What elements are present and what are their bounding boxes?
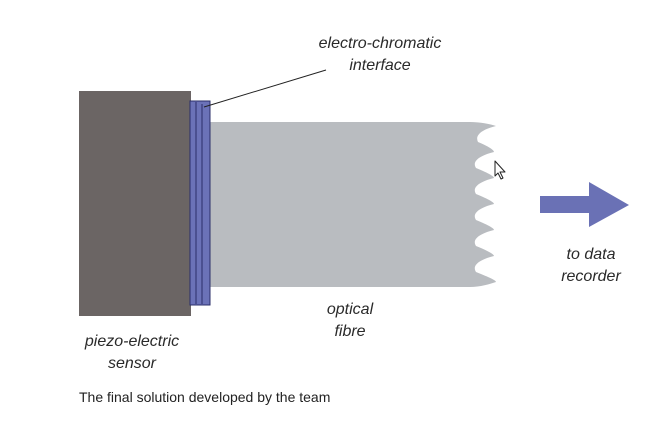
interface-label-line1: electro-chromatic <box>318 35 442 52</box>
electro-chromatic-interface <box>189 100 211 306</box>
fibre-label-line1: optical <box>326 301 374 318</box>
fibre-label: optical fibre <box>300 299 400 343</box>
interface-label-line2: interface <box>349 57 411 74</box>
sensor-label-line1: piezo-electric <box>84 333 180 350</box>
right-arrow-icon <box>540 182 629 227</box>
interface-leader-line <box>203 69 327 108</box>
recorder-label: to data recorder <box>541 244 641 288</box>
sensor-label-line2: sensor <box>107 355 157 372</box>
recorder-label-line1: to data <box>566 246 616 263</box>
sensor-label: piezo-electric sensor <box>62 331 202 375</box>
piezo-electric-sensor <box>79 91 191 316</box>
figure-caption: The final solution developed by the team <box>79 389 331 405</box>
interface-label: electro-chromatic interface <box>300 33 460 77</box>
recorder-label-line2: recorder <box>561 268 621 285</box>
fibre-label-line2: fibre <box>334 323 366 340</box>
optical-fibre <box>209 122 496 287</box>
mouse-pointer-icon <box>494 160 506 180</box>
